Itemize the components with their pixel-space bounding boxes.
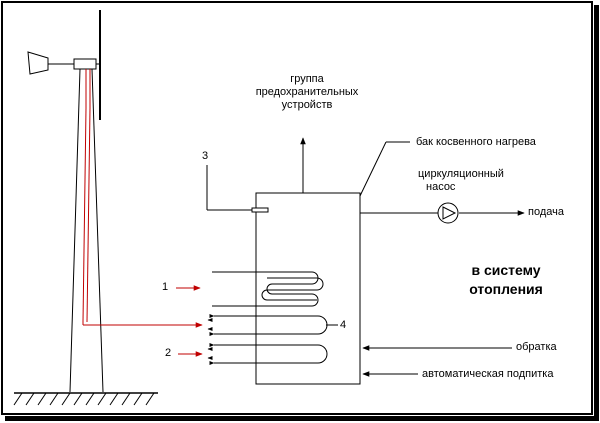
tank-leader (359, 141, 387, 197)
indirect-heating-tank (255, 192, 361, 385)
supply-label: подача (528, 206, 564, 218)
ground-hatch-icon (13, 392, 158, 406)
auto-feed-label: автоматическая подпитка (422, 368, 554, 380)
sensor-3 (206, 165, 269, 213)
coil-1 (212, 271, 324, 307)
marker-4: 4 (340, 319, 347, 331)
wind-vane-icon (27, 51, 74, 75)
marker-3: 3 (202, 150, 209, 162)
pump-line-2: насос (426, 181, 456, 193)
heater-4 (209, 314, 338, 336)
heating-system-line-2: отопления (469, 281, 543, 297)
safety-group-line-3: устройств (281, 99, 333, 111)
pump-line-1: циркуляционный (418, 168, 504, 180)
pump-label: циркуляционный насос (418, 168, 518, 194)
tower (69, 68, 104, 393)
heating-system-line-1: в систему (471, 262, 541, 278)
safety-group-label: группа предохранительных устройств (240, 73, 374, 112)
pump-icon (437, 202, 459, 224)
marker-2: 2 (165, 347, 172, 359)
safety-group-line-2: предохранительных (255, 86, 359, 98)
frame-shadow-right (594, 5, 599, 421)
tank-label: бак косвенного нагрева (416, 136, 536, 148)
coil-2 (209, 343, 328, 365)
safety-group-line-1: группа (290, 73, 324, 85)
wind-turbine (13, 10, 158, 406)
return-label: обратка (516, 341, 557, 353)
marker-1: 1 (162, 281, 169, 293)
wind-cable (82, 69, 203, 328)
frame-shadow-bottom (5, 416, 599, 421)
nacelle (73, 58, 97, 70)
heating-system-label: в систему отопления (456, 261, 556, 299)
